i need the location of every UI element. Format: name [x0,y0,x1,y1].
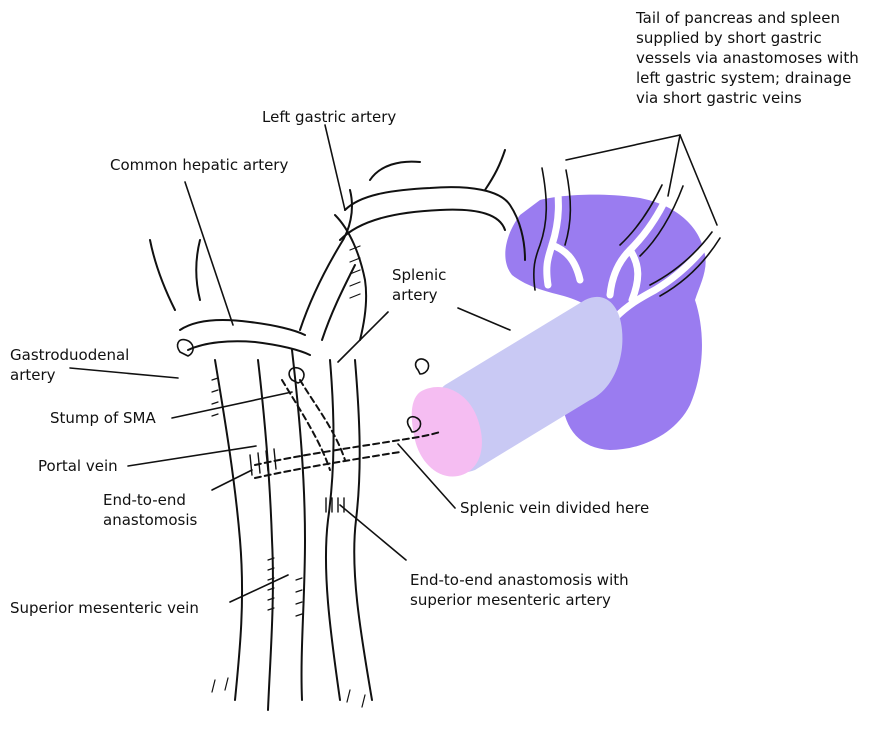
label-superior-mesenteric-vein: Superior mesenteric vein [10,598,199,618]
leader-left-gastric [325,125,345,210]
label-splenic-artery: Splenic artery [392,265,446,305]
leader-tail-pancreas-3 [680,135,717,225]
label-common-hepatic-artery: Common hepatic artery [110,155,288,175]
label-gastroduodenal-artery: Gastroduodenal artery [10,345,129,385]
label-portal-vein: Portal vein [38,456,118,476]
leader-sma-anastomosis [340,505,406,560]
leader-smv [230,575,288,602]
leader-tail-pancreas-1 [566,135,680,160]
label-end-to-end-anastomosis: End-to-end anastomosis [103,490,197,530]
leader-common-hepatic [185,182,233,325]
label-splenic-vein-divided: Splenic vein divided here [460,498,649,518]
label-stump-of-sma: Stump of SMA [50,408,156,428]
label-tail-of-pancreas: Tail of pancreas and spleen supplied by … [636,8,859,108]
leader-splenic-artery [338,312,388,362]
label-left-gastric-artery: Left gastric artery [262,107,396,127]
label-sma-anastomosis: End-to-end anastomosis with superior mes… [410,570,629,610]
leader-splenic-artery-2 [458,308,510,330]
leader-stump-sma [172,392,292,418]
leader-portal-vein [128,446,256,466]
